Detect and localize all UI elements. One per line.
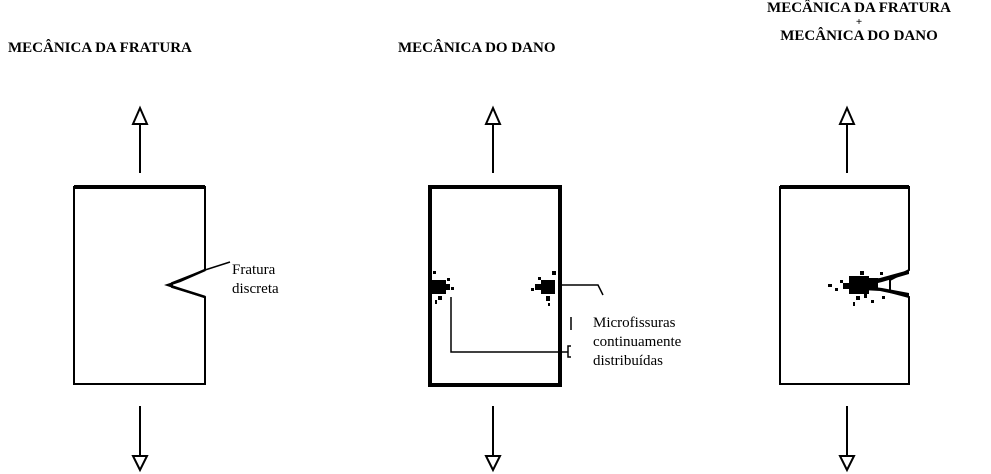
panel-3-title: MECÂNICA DA FRATURA + MECÂNICA DO DANO	[728, 0, 990, 44]
microcracks-label: Microfissuras continuamente distribuídas	[593, 314, 681, 371]
top-load-arrow-icon	[838, 105, 856, 173]
specimen-outline	[73, 186, 206, 385]
panel-2-title: MECÂNICA DO DANO	[398, 40, 556, 56]
microcracks-label-line-3: distribuídas	[593, 353, 663, 369]
panel-3-title-line-2: MECÂNICA DO DANO	[780, 28, 938, 44]
specimen-outline	[428, 185, 562, 387]
microcracks-label-line-1: Microfissuras	[593, 315, 676, 331]
panel-3-title-line-1: MECÂNICA DA FRATURA	[767, 0, 951, 16]
panel-3-specimen	[779, 105, 910, 473]
top-load-arrow-icon	[131, 105, 149, 173]
bottom-load-arrow-icon	[838, 406, 856, 473]
panel-1-title: MECÂNICA DA FRATURA	[8, 40, 192, 56]
left-damage-zone	[432, 271, 454, 304]
panel-2-specimen	[428, 105, 604, 473]
right-damage-zone	[531, 271, 556, 306]
microcracks-label-line-2: continuamente	[593, 334, 682, 350]
panel-3-title-plus: +	[855, 16, 863, 28]
microcracks-leader-lines	[450, 284, 604, 358]
bottom-load-arrow-icon	[131, 406, 149, 473]
panel-1-specimen	[73, 105, 231, 473]
fracture-label-line-2: discreta	[232, 281, 279, 297]
fracture-label: Fratura discreta	[232, 261, 279, 299]
bottom-load-arrow-icon	[484, 406, 502, 473]
fracture-label-line-1: Fratura	[232, 262, 276, 278]
top-load-arrow-icon	[484, 105, 502, 173]
fracture-leader-line	[204, 261, 231, 271]
discrete-crack	[164, 268, 206, 299]
combined-crack-damage	[828, 270, 909, 306]
